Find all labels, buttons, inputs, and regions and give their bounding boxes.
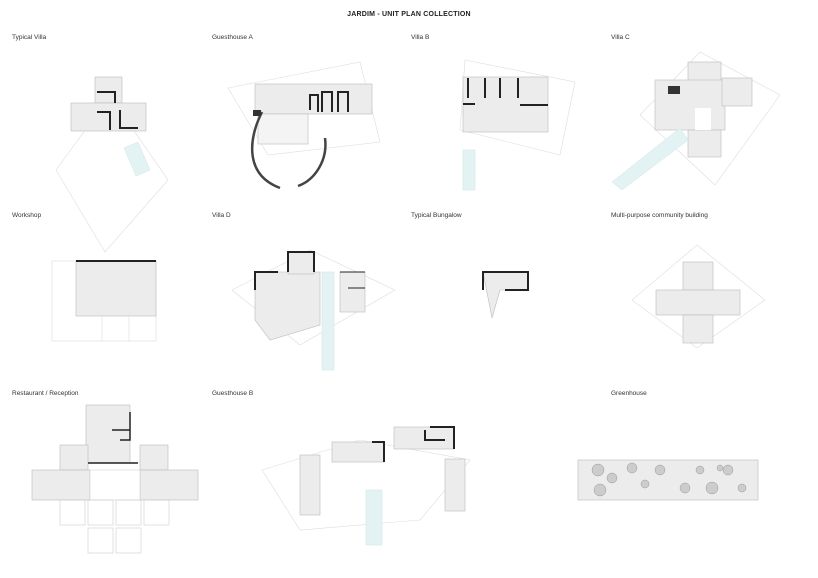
plan-villa-c xyxy=(611,51,781,191)
plan-villa-b xyxy=(459,59,576,191)
page-title: JARDIM - UNIT PLAN COLLECTION xyxy=(347,11,471,18)
unit-label-guesthouse-b: Guesthouse B xyxy=(212,390,254,397)
unit-label-typical-villa: Typical Villa xyxy=(12,34,47,41)
unit-label-greenhouse: Greenhouse xyxy=(611,390,647,397)
plan-guesthouse-a xyxy=(227,61,381,190)
plan-greenhouse xyxy=(577,459,759,501)
unit-label-villa-c: Villa C xyxy=(611,34,630,41)
unit-label-villa-b: Villa B xyxy=(411,34,430,41)
unit-label-workshop: Workshop xyxy=(12,212,42,219)
plan-restaurant-reception xyxy=(31,404,199,554)
plan-villa-d xyxy=(231,249,396,371)
unit-label-guesthouse-a: Guesthouse A xyxy=(212,34,253,41)
unit-label-restaurant-reception: Restaurant / Reception xyxy=(12,390,79,397)
plan-typical-bungalow xyxy=(482,271,529,319)
unit-label-typical-bungalow: Typical Bungalow xyxy=(411,212,462,219)
plan-community-building xyxy=(631,244,766,349)
plan-workshop xyxy=(51,260,157,342)
unit-label-villa-d: Villa D xyxy=(212,212,231,219)
plan-guesthouse-b xyxy=(261,426,471,546)
unit-label-community-building: Multi-purpose community building xyxy=(611,212,708,219)
plan-typical-villa xyxy=(55,76,169,253)
